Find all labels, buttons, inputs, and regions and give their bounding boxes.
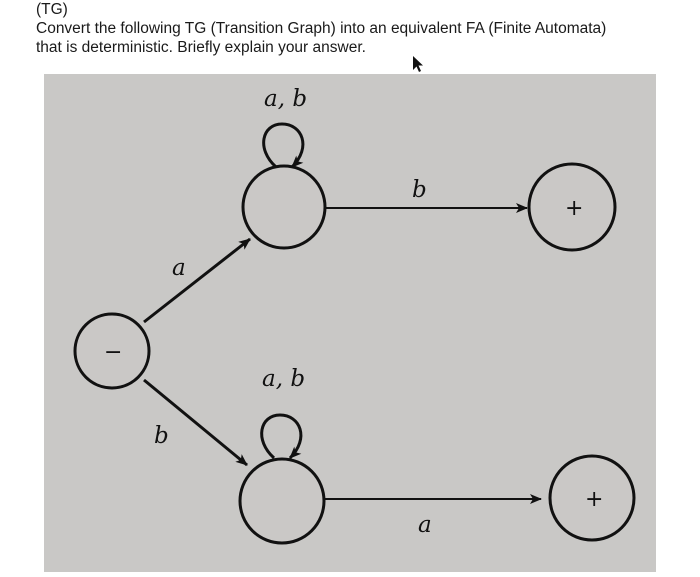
question-line-1: Convert the following TG (Transition Gra… (36, 20, 607, 37)
state-lower (238, 457, 326, 545)
state-final-lower (548, 454, 636, 542)
loop-label-lower: a, b (262, 366, 305, 392)
self-loop-upper (262, 122, 305, 169)
question-line-2: that is deterministic. Briefly explain y… (36, 39, 366, 56)
mouse-cursor-icon (413, 56, 423, 72)
transition-graph: − + + a b a, b a, b b a (73, 86, 636, 545)
edge-start-upper (143, 237, 251, 324)
edge-label-start-lower: b (154, 423, 169, 449)
edge-label-upper-final: b (412, 177, 427, 203)
state-start-label: − (104, 340, 122, 365)
edge-start-lower (143, 378, 248, 467)
question-tag: (TG) (36, 1, 68, 18)
question-text: (TG) Convert the following TG (Transitio… (36, 0, 676, 57)
loop-label-upper: a, b (264, 86, 307, 112)
state-final-upper (527, 162, 617, 252)
edge-label-start-upper: a (172, 255, 186, 281)
self-loop-lower (260, 413, 303, 460)
state-final-upper-label: + (565, 196, 583, 221)
diagram-photo: − + + a b a, b a, b b a (44, 74, 656, 572)
state-start (73, 312, 151, 390)
state-upper (241, 164, 327, 250)
state-final-lower-label: + (585, 487, 603, 512)
edge-label-lower-final: a (418, 512, 432, 538)
